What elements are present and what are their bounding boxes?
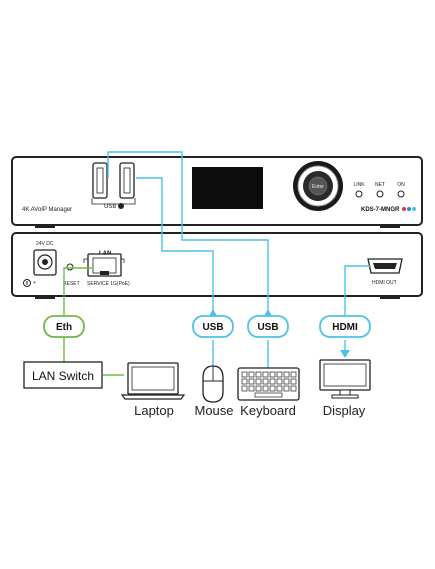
usb-cable-keyboard: [107, 151, 269, 316]
rear-foot-right: [380, 296, 400, 299]
hdmi-display-arrow: [340, 350, 350, 358]
brand-dot-red: [402, 207, 406, 211]
lcd-screen: [192, 167, 263, 209]
keyboard-key: [255, 378, 262, 385]
keyboard-label: Keyboard: [240, 403, 296, 418]
usb-bracket: [91, 198, 136, 205]
reset-button: [66, 263, 74, 271]
keyboard-key: [269, 378, 276, 385]
mouse-icon: [202, 365, 224, 403]
service-label: SERVICE 1G(PoE): [87, 281, 130, 287]
hdmi-out-label: HDMI OUT: [372, 280, 397, 286]
keyboard-key: [248, 385, 255, 392]
keyboard-key: [262, 378, 269, 385]
lan-switch-label: LAN Switch: [32, 369, 94, 383]
led-label-on: ON: [397, 182, 405, 188]
eth-pill: Eth: [43, 315, 85, 338]
rear-panel-chassis: [11, 232, 423, 297]
keyboard-key: [290, 385, 297, 392]
led-link: [355, 190, 363, 198]
brand-dot-blue: [407, 207, 411, 211]
keyboard-key: [290, 371, 297, 378]
keyboard-key: [241, 371, 248, 378]
front-panel: USB 4K AVoIP Manager Enter LINK NET ON K…: [11, 156, 423, 228]
usb-keyboard-pill-label: USB: [257, 322, 278, 333]
usb-mouse-pill-label: USB: [202, 322, 223, 333]
keyboard-key: [276, 371, 283, 378]
keyboard-key: [241, 385, 248, 392]
hdmi-pill: HDMI: [319, 315, 371, 338]
keyboard-key: [283, 371, 290, 378]
usb-info-icon: [118, 203, 124, 209]
usb-keyboard-pill: USB: [247, 315, 289, 338]
enter-knob: Enter: [293, 161, 343, 211]
keyboard-spacebar: [254, 392, 283, 398]
eth-pill-label: Eth: [56, 322, 72, 333]
led-label-link: LINK: [353, 182, 365, 188]
usb-cable-mouse: [136, 177, 214, 316]
keyboard-key: [248, 371, 255, 378]
keyboard-key: [262, 371, 269, 378]
brand-dot-cyan: [412, 207, 416, 211]
hdmi-out-port: [367, 258, 403, 274]
keyboard-key: [255, 385, 262, 392]
usb-mouse-arrow: [209, 309, 217, 316]
lan-switch-box: LAN Switch: [23, 361, 103, 389]
usb-port-1: [92, 162, 108, 199]
usb-port-2: [119, 162, 135, 199]
laptop-icon: [120, 362, 186, 400]
hdmi-pill-label: HDMI: [332, 322, 358, 333]
laptop-label: Laptop: [134, 403, 174, 418]
front-foot-right: [380, 225, 400, 228]
keyboard-key: [283, 385, 290, 392]
enter-label: Enter: [312, 184, 324, 190]
lan-port: [87, 253, 122, 277]
rear-panel: 24V DC + RESET LAN SERVICE 1G(PoE) HDMI: [11, 232, 423, 299]
led-label-net: NET: [375, 182, 385, 188]
display-label: Display: [323, 403, 366, 418]
keyboard-key: [283, 378, 290, 385]
keyboard-key: [262, 385, 269, 392]
display-icon: [319, 359, 371, 399]
keyboard-icon: [237, 367, 300, 401]
power-jack: [33, 249, 57, 276]
keyboard-key: [290, 378, 297, 385]
hdmi-cable-upper: [344, 265, 371, 316]
led-net: [376, 190, 384, 198]
keyboard-key: [248, 378, 255, 385]
product-code: KDS-7-MNGR: [361, 207, 400, 213]
model-label: 4K AVoIP Manager: [22, 207, 72, 213]
usb-mouse-pill: USB: [192, 315, 234, 338]
led-on: [397, 190, 405, 198]
front-foot-left: [35, 225, 55, 228]
keyboard-key: [241, 378, 248, 385]
rear-foot-left: [35, 296, 55, 299]
usb-label: USB: [104, 204, 116, 210]
mouse-label: Mouse: [194, 403, 233, 418]
keyboard-key: [255, 371, 262, 378]
svg-text:+: +: [33, 280, 36, 286]
usb-keyboard-arrow: [264, 309, 272, 316]
keyboard-key: [269, 371, 276, 378]
keyboard-key: [276, 378, 283, 385]
power-label: 24V DC: [36, 241, 54, 247]
keyboard-key: [269, 385, 276, 392]
keyboard-key: [276, 385, 283, 392]
ground-icon: +: [23, 279, 36, 287]
reset-label: RESET: [63, 281, 80, 287]
